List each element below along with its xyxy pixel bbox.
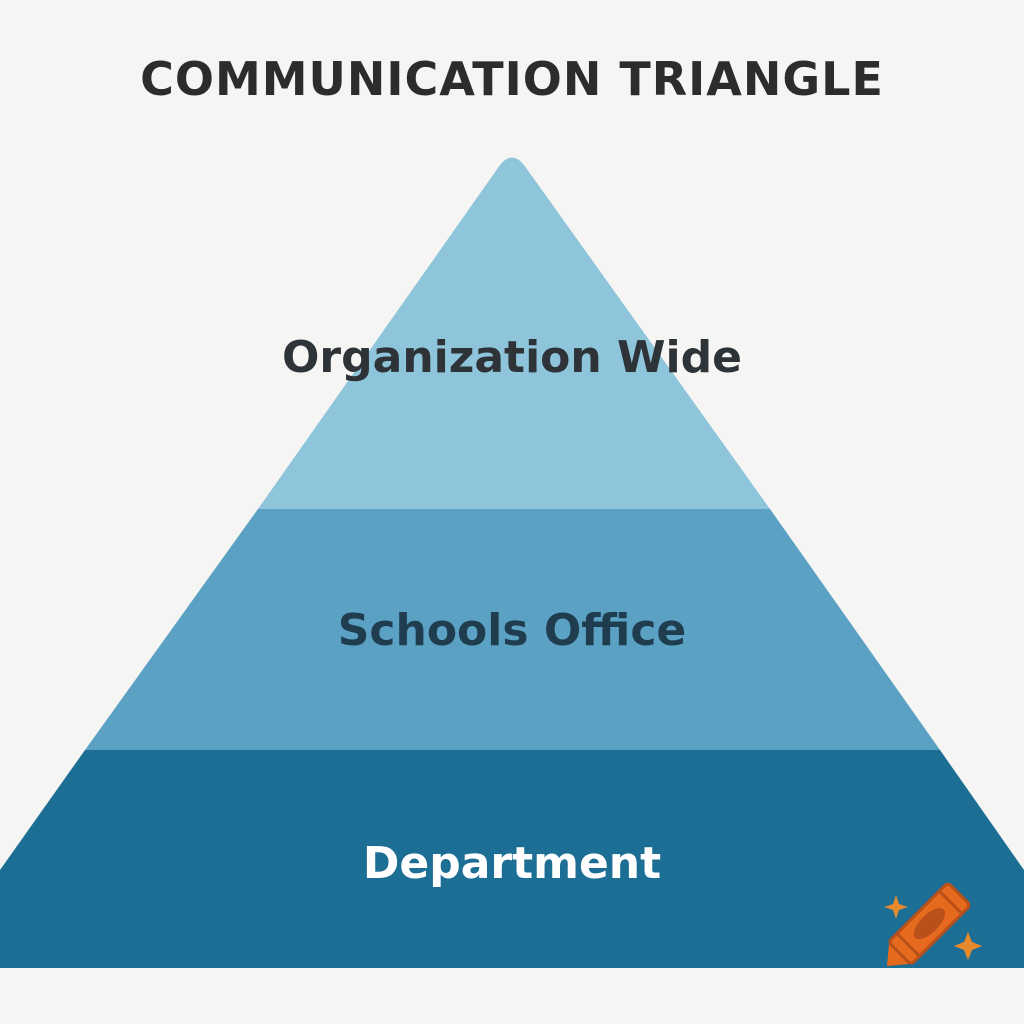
crayon-logo-icon (886, 882, 971, 967)
sparkle-icon (954, 932, 982, 960)
sparkle-icon (884, 895, 908, 919)
tier-label-organization-wide: Organization Wide (282, 332, 742, 383)
tier-bottom-department (0, 750, 1024, 968)
tier-label-schools-office: Schools Office (338, 605, 687, 656)
tier-label-department: Department (363, 838, 661, 889)
diagram-title: COMMUNICATION TRIANGLE (140, 52, 884, 106)
tier-top-organization-wide (258, 157, 770, 509)
tier-middle-schools-office (85, 509, 940, 750)
